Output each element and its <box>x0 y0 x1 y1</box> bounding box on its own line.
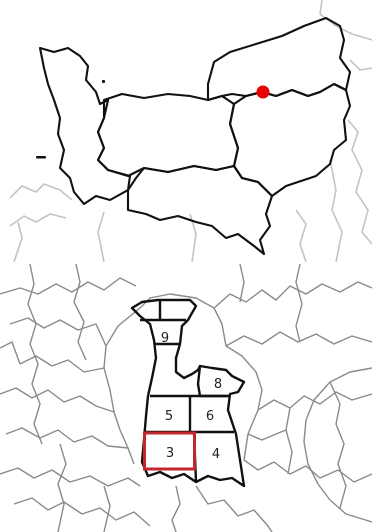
city-districts <box>130 298 246 488</box>
district-label-6[interactable]: 6 <box>206 409 214 424</box>
district-label-3[interactable]: 3 <box>166 446 174 461</box>
commune-boundary-3 <box>19 355 105 373</box>
district-label-9[interactable]: 9 <box>161 331 169 346</box>
commune-boundary-16 <box>243 459 372 483</box>
location-dot-icon <box>256 85 270 99</box>
neighbor-border-south-3 <box>97 211 105 262</box>
commune-boundary-13 <box>213 281 372 309</box>
neighbor-border-south-east <box>347 119 372 245</box>
island-north <box>102 80 105 83</box>
island-west <box>36 156 46 159</box>
neighbor-border-east <box>319 0 372 41</box>
selected-district-highlight[interactable] <box>143 431 196 471</box>
commune-boundary-8 <box>27 264 43 445</box>
city-outline <box>130 298 246 488</box>
commune-boundary-6 <box>0 467 141 487</box>
department-outline-east <box>228 82 352 198</box>
commune-boundary-19 <box>285 407 293 475</box>
commune-boundary-7 <box>13 497 151 527</box>
district-label-8[interactable]: 8 <box>214 377 222 392</box>
neighbor-border-west-2 <box>9 213 67 227</box>
commune-boundary-5 <box>5 427 129 449</box>
neighbor-border-east-2 <box>349 59 372 71</box>
commune-boundary-9 <box>73 264 87 361</box>
overview-map <box>9 0 372 262</box>
neighbor-border-west <box>9 183 73 201</box>
river-loop-east <box>303 367 372 523</box>
commune-boundary-1 <box>0 277 137 295</box>
district-label-5[interactable]: 5 <box>165 409 173 424</box>
commune-boundary-14 <box>225 331 372 347</box>
commune-boundary-10 <box>57 443 67 532</box>
neighbor-border-southwest <box>13 221 23 262</box>
region-departments <box>38 16 352 256</box>
commune-boundary-12 <box>171 485 181 532</box>
neighbor-border-south <box>295 209 307 262</box>
commune-boundary-21 <box>195 485 273 532</box>
commune-boundary-15 <box>257 391 372 411</box>
commune-boundary-17 <box>239 264 245 303</box>
surrounding-communes <box>0 264 372 532</box>
district-label-4[interactable]: 4 <box>212 447 220 462</box>
detail-map: 9 8 5 6 3 4 <box>0 264 372 532</box>
river-loop-outline-west <box>103 307 141 465</box>
commune-boundary-18 <box>295 264 303 343</box>
commune-boundary-11 <box>103 485 111 532</box>
department-outline-center <box>96 92 240 178</box>
neighbor-border-south-east-2 <box>329 159 343 262</box>
department-outline-south <box>126 164 274 256</box>
commune-boundary-23 <box>0 341 21 365</box>
commune-boundary-2 <box>9 317 107 347</box>
islands <box>36 80 105 159</box>
neighbor-regions <box>9 0 372 262</box>
district-labels: 9 8 5 6 3 4 <box>161 331 222 462</box>
commune-boundary-4 <box>0 387 115 413</box>
department-outline-west <box>38 46 132 206</box>
commune-boundary-20 <box>329 381 347 509</box>
commune-boundary-22 <box>247 429 287 441</box>
